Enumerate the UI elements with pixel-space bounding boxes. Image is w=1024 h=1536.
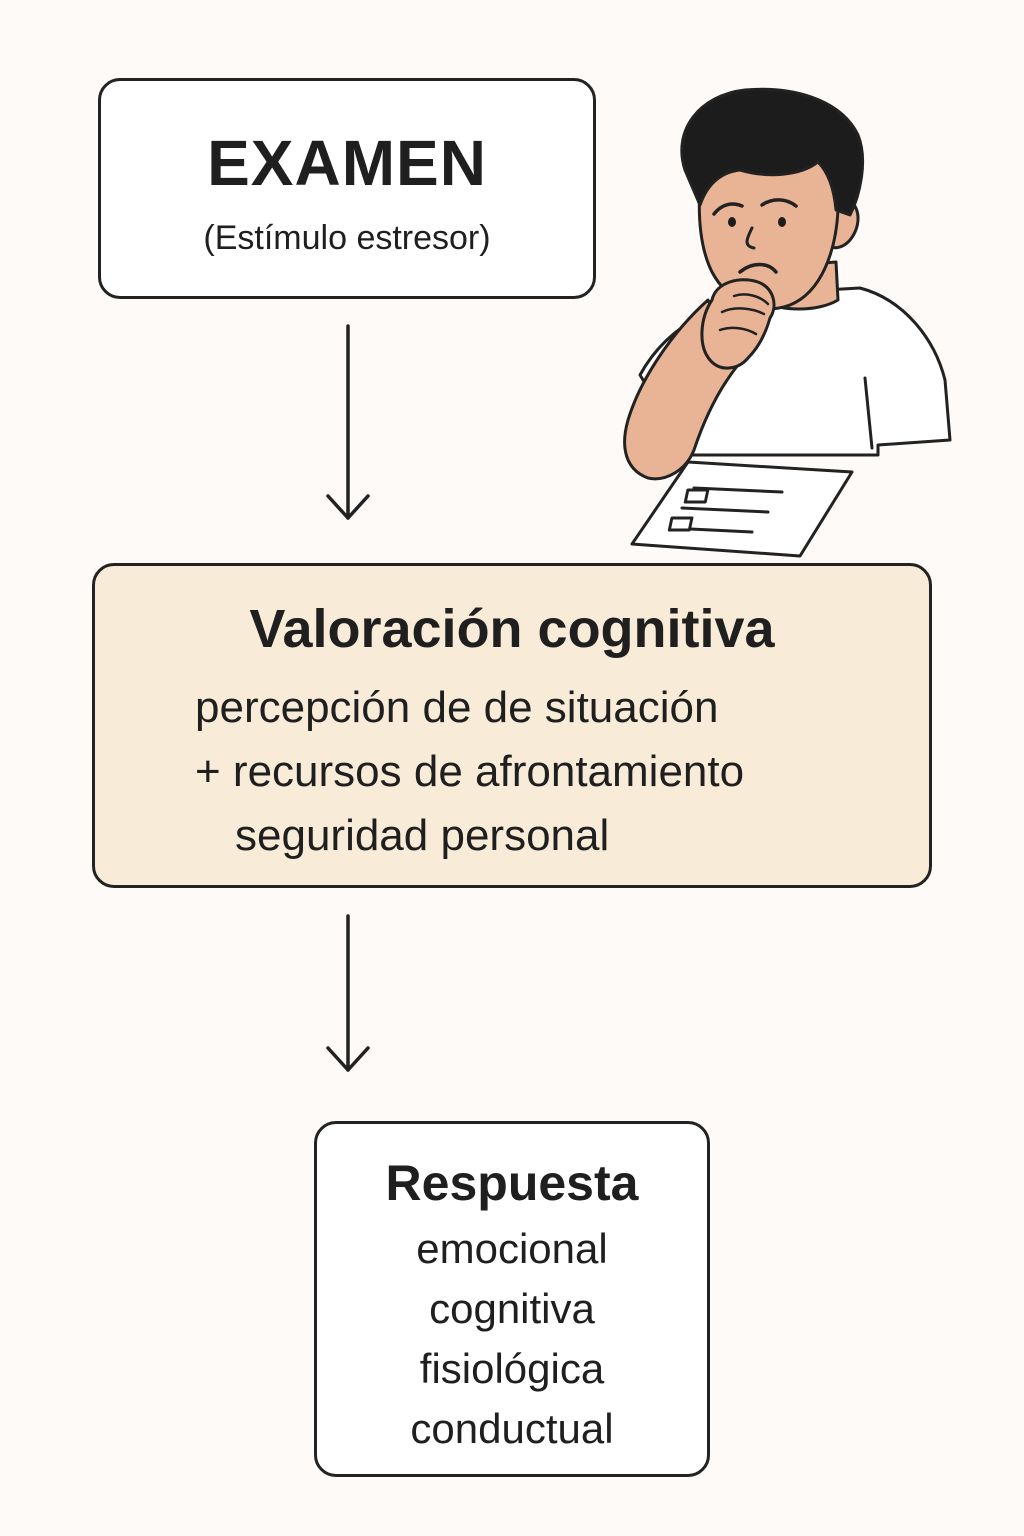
exam-sheet-shape xyxy=(630,460,854,558)
response-item: cognitiva xyxy=(429,1285,595,1332)
hand-shape xyxy=(700,278,776,370)
hair-shape xyxy=(680,87,865,217)
response-item: emocional xyxy=(416,1225,608,1272)
appraisal-box: Valoración cognitiva percepción de de si… xyxy=(92,563,932,888)
response-box: Respuesta emocional cognitiva fisiológic… xyxy=(314,1121,710,1477)
appraisal-line: seguridad personal xyxy=(235,811,610,860)
stimulus-box: EXAMEN (Estímulo estresor) xyxy=(98,78,596,299)
appraisal-title: Valoración cognitiva xyxy=(249,599,775,659)
appraisal-line: percepción de de situación xyxy=(195,683,719,732)
response-item: conductual xyxy=(410,1405,614,1452)
arrow-down-icon xyxy=(326,914,370,1072)
response-item: fisiológica xyxy=(419,1345,605,1392)
appraisal-line: + recursos de afrontamiento xyxy=(195,747,745,796)
arrow-down-icon xyxy=(326,324,370,520)
stimulus-subtitle: (Estímulo estresor) xyxy=(203,219,491,257)
stimulus-title: EXAMEN xyxy=(207,127,487,199)
response-title: Respuesta xyxy=(385,1155,639,1211)
